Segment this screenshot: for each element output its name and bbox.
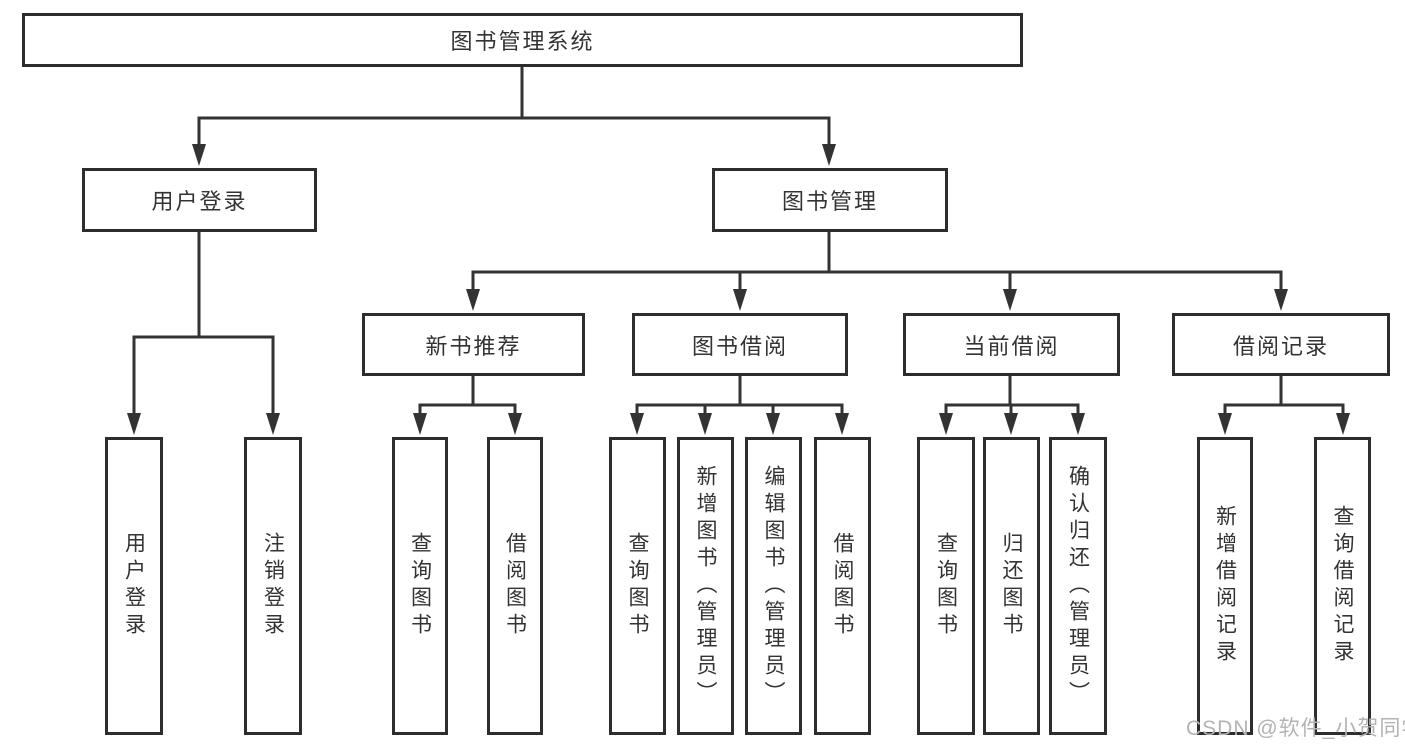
leaf-user-login: 用户登录 [105, 437, 163, 735]
arrowheads [127, 144, 1350, 435]
node-new-book-recommendation: 新书推荐 [362, 313, 585, 376]
leaf-confirm-return-admin: 确认归还（管理员） [1049, 437, 1107, 735]
leaf-add-book-admin: 新增图书（管理员） [677, 437, 734, 735]
leaf-query-books-recommend: 查询图书 [392, 437, 448, 735]
node-borrowing-records: 借阅记录 [1172, 313, 1390, 376]
node-library-management-system: 图书管理系统 [22, 13, 1023, 67]
node-book-borrowing: 图书借阅 [632, 313, 848, 376]
leaf-logout: 注销登录 [244, 437, 302, 735]
leaf-return-books: 归还图书 [983, 437, 1040, 735]
leaf-edit-book-admin: 编辑图书（管理员） [745, 437, 802, 735]
watermark: CSDN @软件_小贺同学 [1186, 717, 1405, 740]
leaf-query-books-current: 查询图书 [917, 437, 975, 735]
leaf-add-borrow-record: 新增借阅记录 [1197, 437, 1253, 735]
leaf-borrow-books: 借阅图书 [814, 437, 871, 735]
leaf-query-borrow-record: 查询借阅记录 [1314, 437, 1371, 735]
node-book-management: 图书管理 [712, 168, 948, 232]
leaf-query-books-borrowing: 查询图书 [609, 437, 666, 735]
leaf-borrow-books-recommend: 借阅图书 [487, 437, 543, 735]
node-current-borrowing: 当前借阅 [903, 313, 1120, 376]
node-user-login: 用户登录 [82, 168, 317, 232]
